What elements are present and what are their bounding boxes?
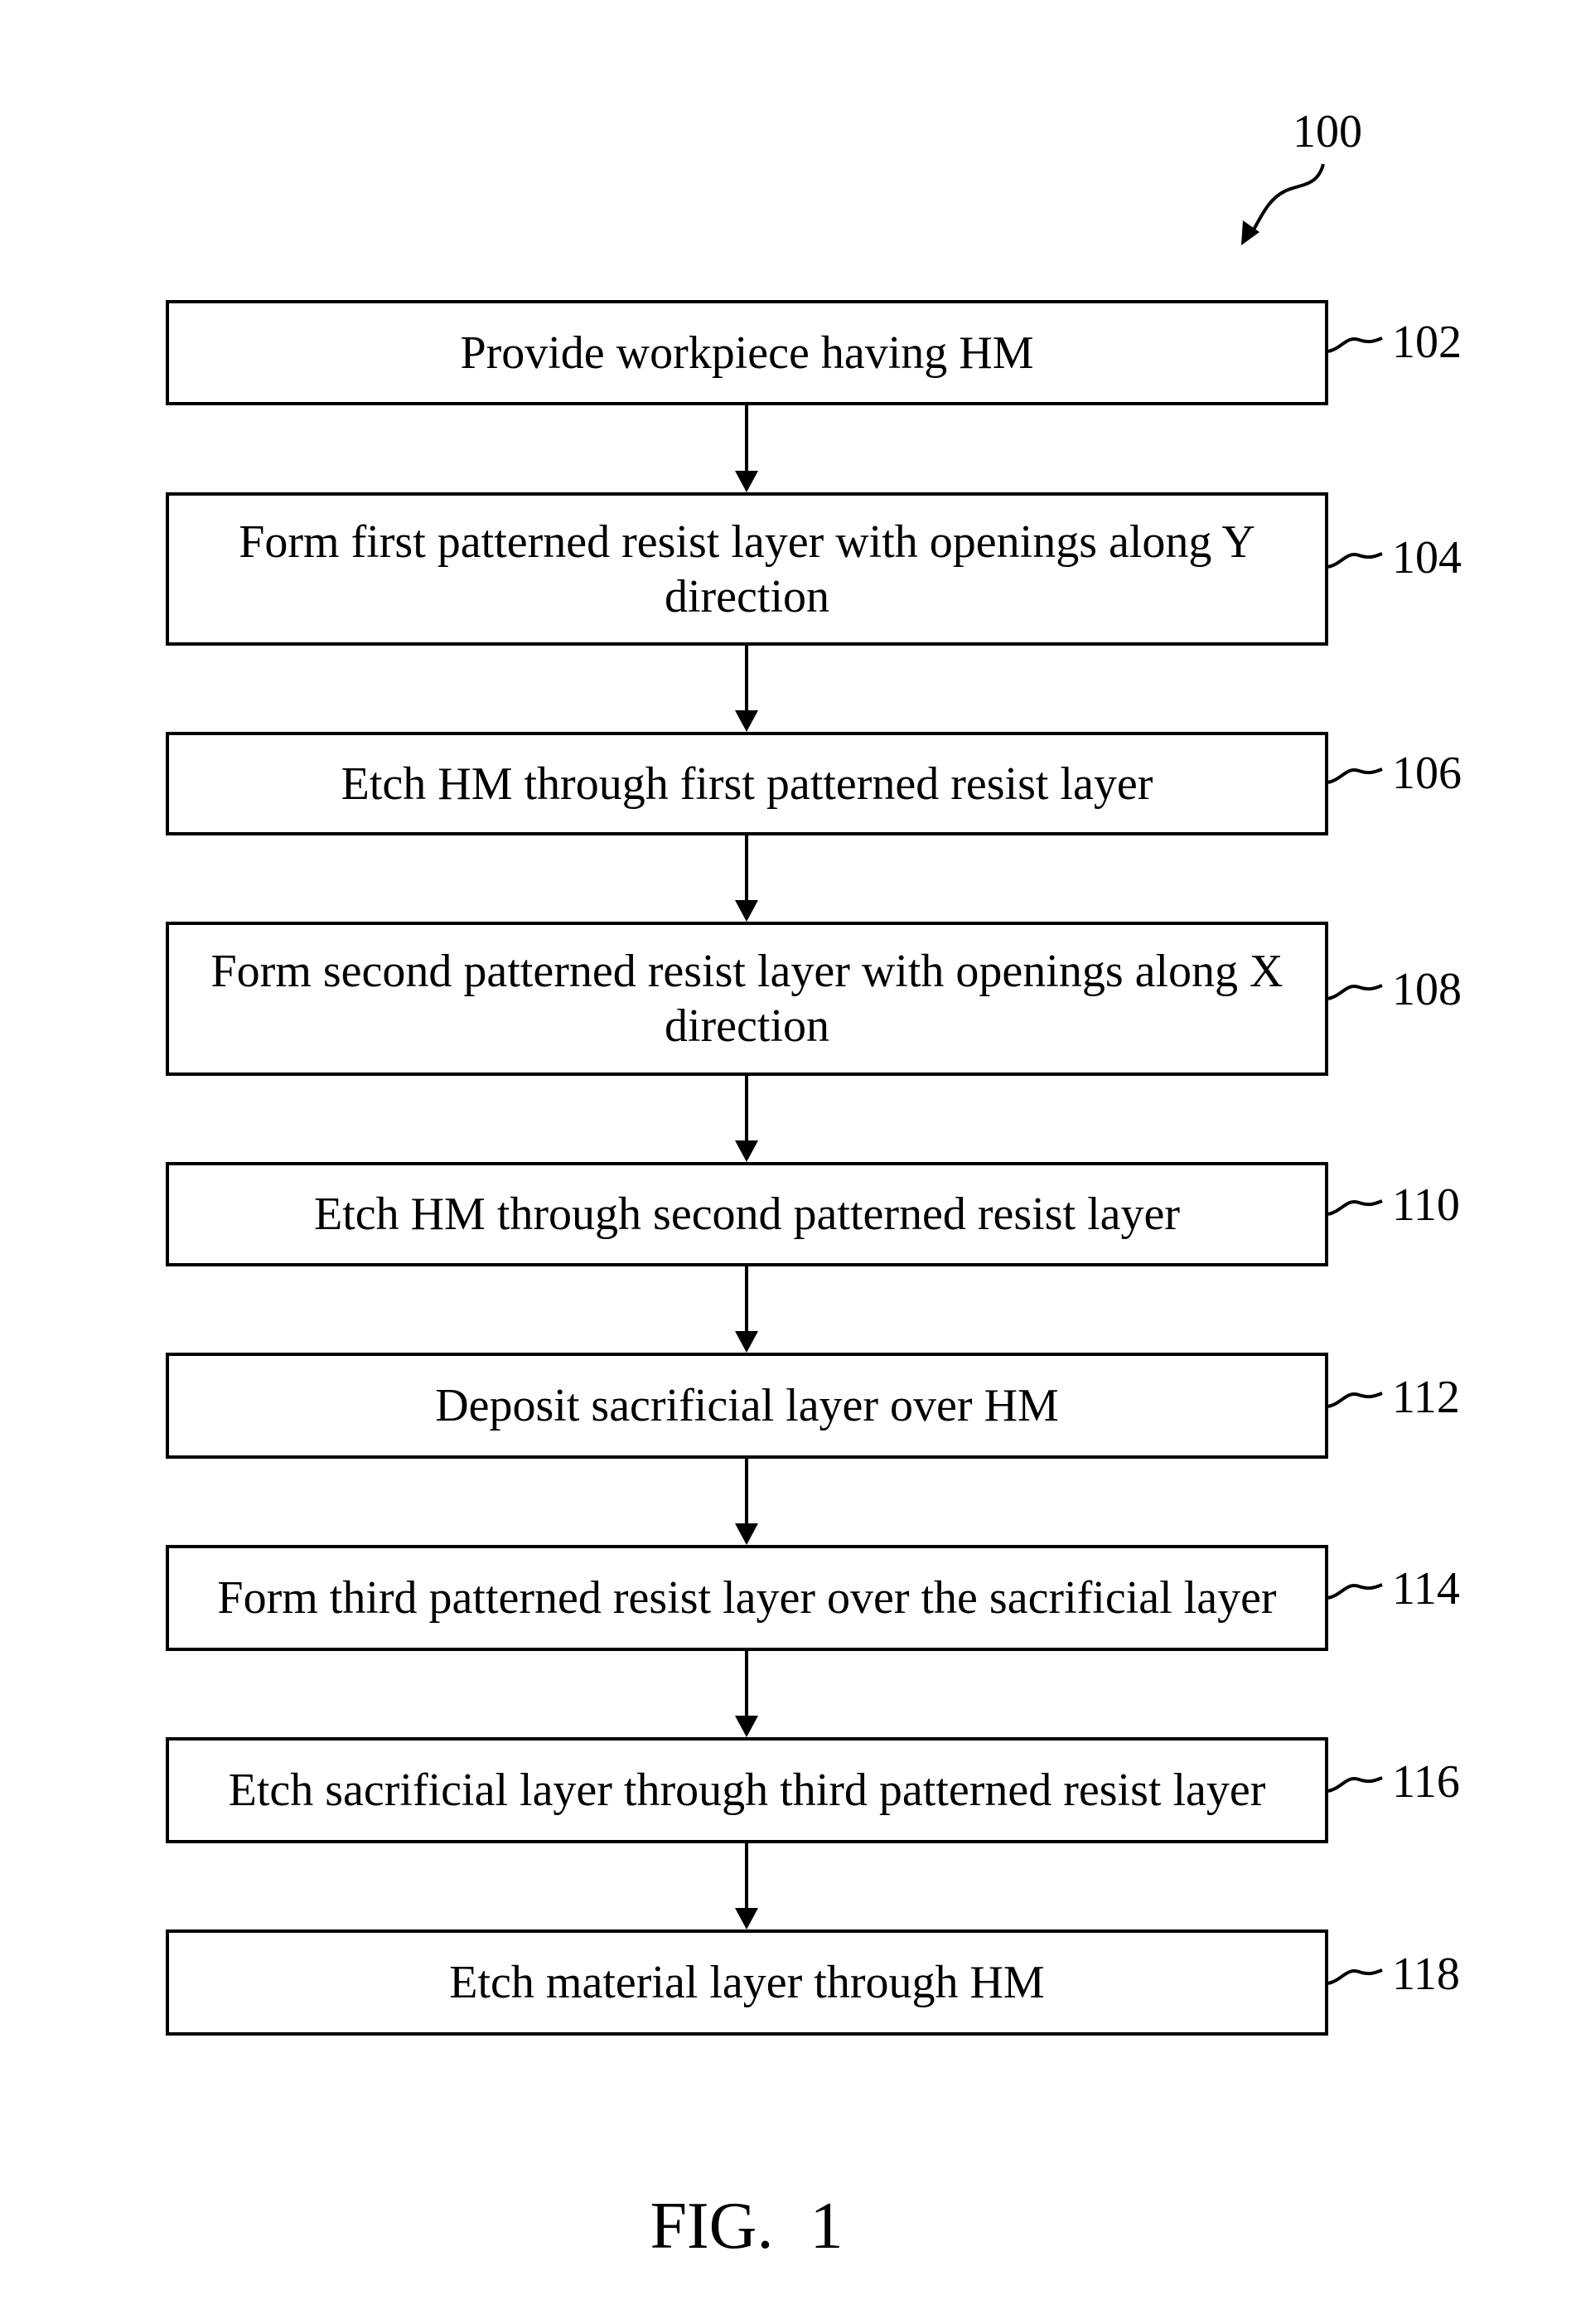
leader-104: [1328, 554, 1382, 567]
ref-label-102: 102: [1392, 315, 1462, 370]
step-text-116: Etch sacrificial layer through third pat…: [229, 1763, 1266, 1818]
step-text-102: Provide workpiece having HM: [460, 326, 1033, 380]
leader-116: [1328, 1778, 1382, 1791]
step-box-110: Etch HM through second patterned resist …: [166, 1162, 1328, 1266]
leader-106: [1328, 769, 1382, 782]
figure-ref-pointer: [1250, 164, 1323, 237]
ref-label-116: 116: [1392, 1755, 1460, 1809]
leader-118: [1328, 1970, 1382, 1983]
step-text-108: Form second patterned resist layer with …: [189, 944, 1305, 1053]
step-box-116: Etch sacrificial layer through third pat…: [166, 1737, 1328, 1843]
leader-112: [1328, 1393, 1382, 1407]
figure-caption: FIG. 1: [0, 2186, 1493, 2266]
leader-102: [1328, 338, 1382, 351]
leader-114: [1328, 1585, 1382, 1598]
step-box-106: Etch HM through first patterned resist l…: [166, 732, 1328, 835]
ref-label-104: 104: [1392, 530, 1462, 585]
ref-label-108: 108: [1392, 962, 1462, 1017]
leader-108: [1328, 985, 1382, 999]
step-box-112: Deposit sacrificial layer over HM: [166, 1353, 1328, 1459]
step-box-108: Form second patterned resist layer with …: [166, 922, 1328, 1076]
step-box-118: Etch material layer through HM: [166, 1929, 1328, 2036]
ref-leaders: [1328, 338, 1382, 1983]
step-text-112: Deposit sacrificial layer over HM: [435, 1378, 1059, 1433]
leader-110: [1328, 1201, 1382, 1214]
step-box-114: Form third patterned resist layer over t…: [166, 1545, 1328, 1651]
step-box-102: Provide workpiece having HM: [166, 300, 1328, 405]
ref-label-114: 114: [1392, 1561, 1460, 1616]
step-text-110: Etch HM through second patterned resist …: [314, 1187, 1180, 1242]
step-text-106: Etch HM through first patterned resist l…: [341, 757, 1153, 811]
figure-reference-numeral: 100: [1293, 104, 1362, 159]
step-text-104: Form first patterned resist layer with o…: [189, 515, 1305, 624]
ref-label-112: 112: [1392, 1370, 1460, 1425]
ref-label-106: 106: [1392, 746, 1462, 801]
step-text-114: Form third patterned resist layer over t…: [217, 1571, 1276, 1625]
ref-label-118: 118: [1392, 1947, 1460, 2002]
ref-label-110: 110: [1392, 1178, 1460, 1232]
step-text-118: Etch material layer through HM: [449, 1955, 1044, 2010]
step-box-104: Form first patterned resist layer with o…: [166, 492, 1328, 646]
